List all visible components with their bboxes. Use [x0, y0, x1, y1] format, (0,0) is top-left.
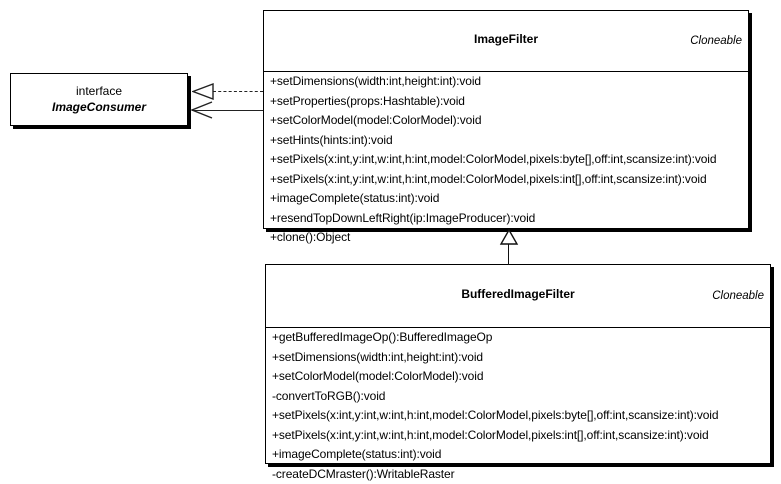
- class-box-imagefilter[interactable]: Cloneable ImageFilter +setDimensions(wid…: [263, 10, 749, 229]
- class-member: +setPixels(x:int,y:int,w:int,h:int,model…: [264, 150, 748, 170]
- class-member: +setColorModel(model:ColorModel):void: [266, 367, 770, 387]
- class-box-bufferedimagefilter[interactable]: Cloneable BufferedImageFilter +getBuffer…: [265, 264, 771, 464]
- class-member: +resendTopDownLeftRight(ip:ImageProducer…: [264, 209, 748, 229]
- class-name-bufferedimagefilter: BufferedImageFilter: [266, 287, 770, 301]
- class-member: +setColorModel(model:ColorModel):void: [264, 111, 748, 131]
- class-member: +setProperties(props:Hashtable):void: [264, 92, 748, 112]
- class-member: -createDCMraster():WritableRaster: [266, 465, 770, 484]
- stereotype-label-cloneable: Cloneable: [712, 289, 764, 303]
- class-member: -convertToRGB():void: [266, 387, 770, 407]
- stereotype-label-cloneable: Cloneable: [690, 34, 742, 48]
- class-member: +getBufferedImageOp():BufferedImageOp: [266, 328, 770, 348]
- class-header-bufferedimagefilter: Cloneable BufferedImageFilter: [266, 287, 770, 328]
- class-member: +setPixels(x:int,y:int,w:int,h:int,model…: [266, 406, 770, 426]
- class-member: +imageComplete(status:int):void: [266, 445, 770, 465]
- class-member: +setDimensions(width:int,height:int):voi…: [266, 348, 770, 368]
- generalization-solid-line: [508, 243, 509, 265]
- realization-hollow-triangle-icon: [192, 83, 214, 100]
- class-member: +setPixels(x:int,y:int,w:int,h:int,model…: [264, 170, 748, 190]
- member-list-bufferedimagefilter: +getBufferedImageOp():BufferedImageOp +s…: [266, 328, 770, 484]
- interface-name-label: ImageConsumer: [52, 99, 146, 116]
- class-header-imagefilter: Cloneable ImageFilter: [264, 32, 748, 72]
- class-member: +imageComplete(status:int):void: [264, 189, 748, 209]
- class-member: +setPixels(x:int,y:int,w:int,h:int,model…: [266, 426, 770, 446]
- class-name-imagefilter: ImageFilter: [264, 32, 748, 46]
- generalization-hollow-triangle-icon: [498, 229, 520, 245]
- member-list-imagefilter: +setDimensions(width:int,height:int):voi…: [264, 72, 748, 248]
- interface-kind-label: interface: [76, 84, 122, 99]
- interface-box-imageconsumer[interactable]: interface ImageConsumer: [10, 73, 188, 126]
- class-member: +setHints(hints:int):void: [264, 131, 748, 151]
- realization-dashed-line: [213, 91, 263, 92]
- class-member: +setDimensions(width:int,height:int):voi…: [264, 72, 748, 92]
- association-open-arrow-icon: [190, 100, 214, 120]
